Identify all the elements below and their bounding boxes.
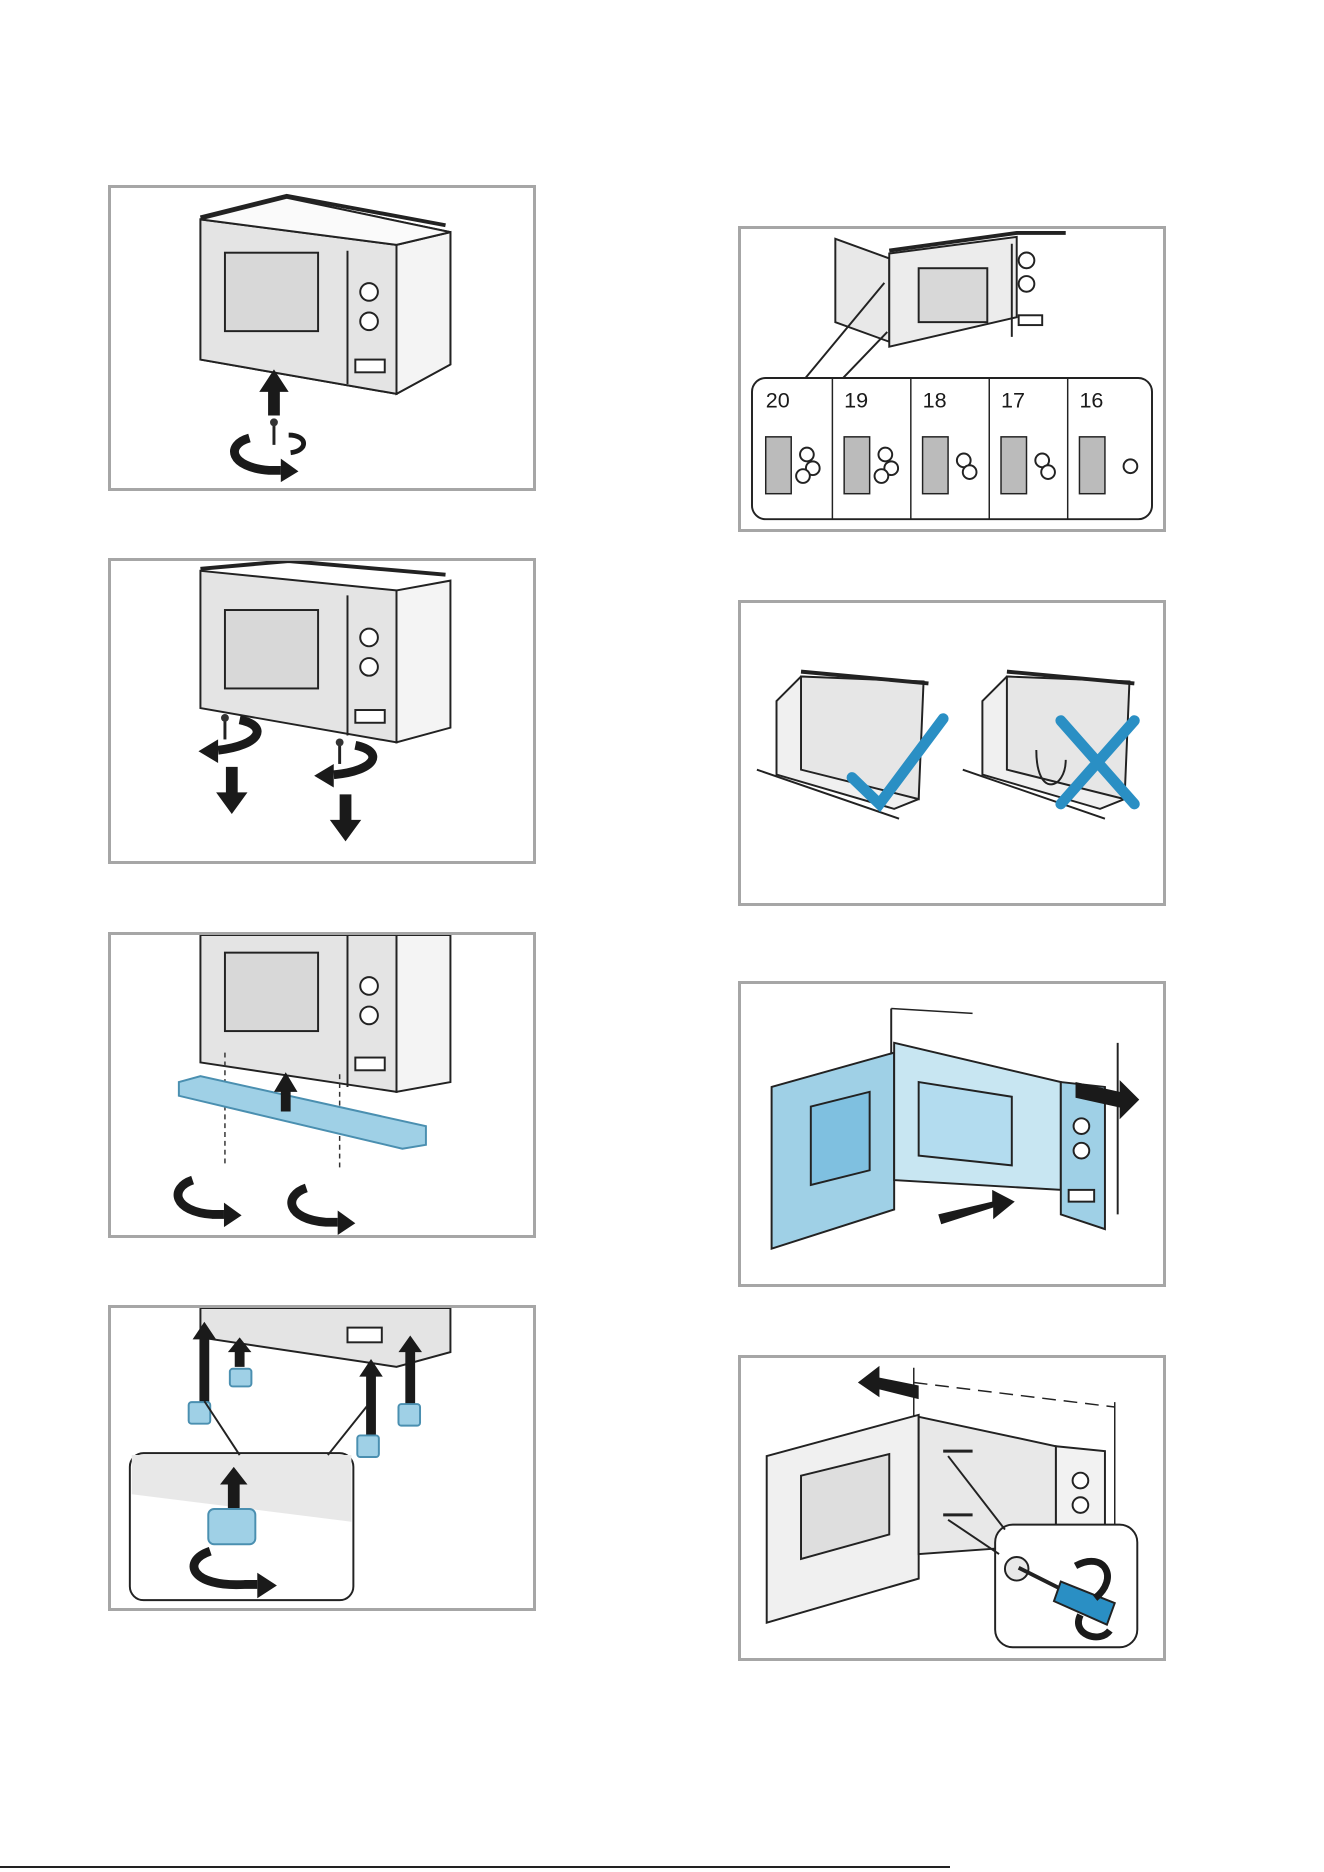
- foot: [230, 1369, 252, 1387]
- gap-option-label: 16: [1079, 387, 1103, 412]
- left-arrow-icon: [858, 1366, 919, 1399]
- screw-icon: [270, 418, 278, 444]
- foot: [357, 1435, 379, 1457]
- right-arrow-icon: [938, 1190, 1014, 1224]
- rotate-arrow-icon: [178, 1180, 224, 1214]
- screw-icon: [221, 714, 229, 739]
- up-arrow-icon: [259, 369, 288, 415]
- step-panel-cable-routing: [738, 600, 1166, 906]
- step-panel-remove-screws: [108, 558, 536, 864]
- down-arrow-icon: [330, 794, 361, 841]
- step-panel-attach-bracket: [108, 932, 536, 1238]
- footer-rule: [0, 1866, 950, 1868]
- up-arrow-icon: [359, 1359, 383, 1435]
- step-panel-adjust-feet: [108, 1305, 536, 1611]
- up-arrow-icon: [193, 1322, 217, 1406]
- gap-option-label: 18: [923, 387, 947, 412]
- step-panel-loosen-screw: [108, 185, 536, 491]
- step-panel-insert-appliance: [738, 981, 1166, 1287]
- rotate-arrow-icon: [292, 1188, 338, 1222]
- microwave-illustration: [111, 188, 533, 488]
- step-panel-secure-appliance: [738, 1355, 1166, 1661]
- step-panel-gap-spacers: 20 19 18 17 16: [738, 226, 1166, 532]
- foot: [398, 1404, 420, 1426]
- gap-option-label: 20: [766, 387, 790, 412]
- screw-icon: [336, 738, 344, 763]
- gap-option-label: 19: [844, 387, 868, 412]
- gap-option-label: 17: [1001, 387, 1025, 412]
- down-arrow-icon: [216, 767, 247, 814]
